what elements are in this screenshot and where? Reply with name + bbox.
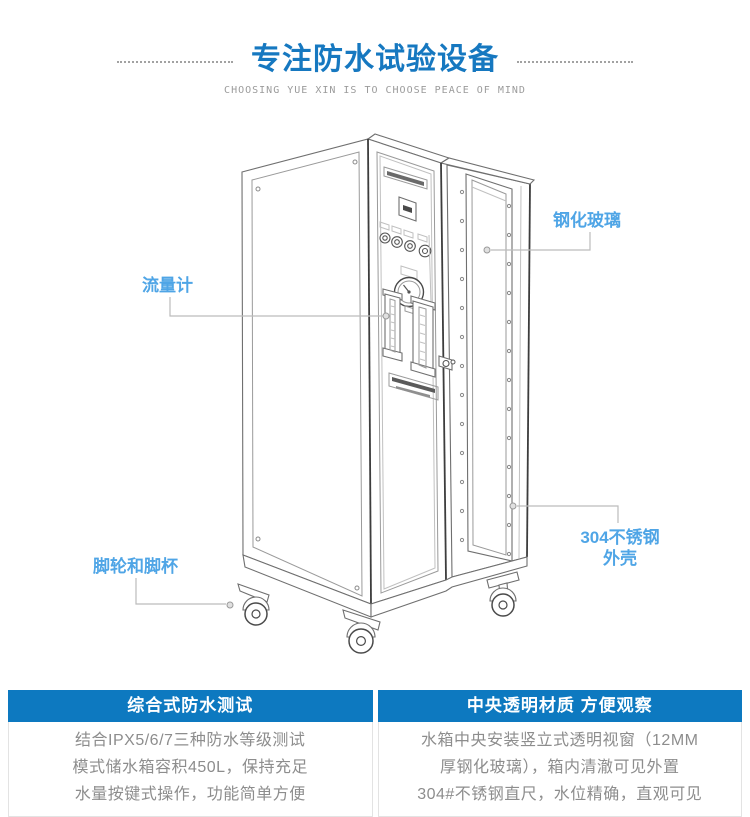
page-title: 专注防水试验设备 bbox=[251, 43, 499, 76]
feature-card-transparent-window: 中央透明材质 方便观察 水箱中央安装竖立式透明视窗（12MM 厚钢化玻璃），箱内… bbox=[377, 690, 742, 817]
page-subtitle: CHOOSING YUE XIN IS TO CHOOSE PEACE OF M… bbox=[224, 85, 526, 96]
feature-card-title: 中央透明材质 方便观察 bbox=[377, 690, 742, 722]
callout-flow-meter: 流量计 bbox=[142, 276, 193, 295]
caster-right bbox=[486, 571, 520, 617]
feature-cards: 综合式防水测试 结合IPX5/6/7三种防水等级测试 模式储水箱容积450L，保… bbox=[0, 690, 750, 817]
callout-lines bbox=[135, 232, 619, 609]
title-row: 专注防水试验设备 bbox=[0, 42, 750, 78]
callout-casters: 脚轮和脚杯 bbox=[93, 557, 178, 576]
machine-top bbox=[366, 133, 536, 185]
machine-illustration bbox=[135, 133, 619, 654]
feature-card-body: 水箱中央安装竖立式透明视窗（12MM 厚钢化玻璃），箱内清澈可见外置 304#不… bbox=[377, 722, 742, 817]
flow-meter-anchor-dot bbox=[382, 312, 390, 320]
feature-card-body: 结合IPX5/6/7三种防水等级测试 模式储水箱容积450L，保持充足 水量按键… bbox=[8, 722, 373, 817]
glass-window bbox=[459, 173, 513, 562]
stainless-anchor-dot bbox=[509, 502, 517, 510]
tempered-glass-anchor-dot bbox=[483, 246, 491, 254]
machine-left-panel bbox=[241, 138, 372, 605]
callout-stainless-shell: 304不锈钢 外壳 bbox=[580, 528, 660, 568]
caster-anchor-dot bbox=[226, 601, 234, 609]
flow-meters bbox=[382, 288, 436, 378]
feature-card-waterproof-test: 综合式防水测试 结合IPX5/6/7三种防水等级测试 模式储水箱容积450L，保… bbox=[8, 690, 373, 817]
caster-front bbox=[342, 609, 381, 654]
callout-tempered-glass: 钢化玻璃 bbox=[553, 211, 621, 230]
title-divider-left bbox=[117, 61, 233, 63]
control-panel bbox=[367, 138, 456, 605]
panel-display bbox=[398, 196, 417, 222]
panel-nameplate bbox=[383, 166, 428, 190]
machine-base bbox=[242, 554, 528, 618]
panel-lower-plate bbox=[388, 372, 439, 401]
panel-nameplate-text bbox=[387, 171, 424, 186]
door-latch bbox=[438, 355, 456, 371]
panel-knobs bbox=[379, 232, 432, 258]
window-screws-right bbox=[506, 203, 512, 557]
title-divider-right bbox=[517, 61, 633, 63]
page-header: 专注防水试验设备 CHOOSING YUE XIN IS TO CHOOSE P… bbox=[0, 0, 750, 110]
window-screws-left bbox=[459, 189, 465, 543]
caster-left bbox=[237, 583, 270, 626]
product-figure: 流量计 钢化玻璃 304不锈钢 外壳 脚轮和脚杯 bbox=[0, 110, 750, 690]
feature-card-title: 综合式防水测试 bbox=[8, 690, 373, 722]
